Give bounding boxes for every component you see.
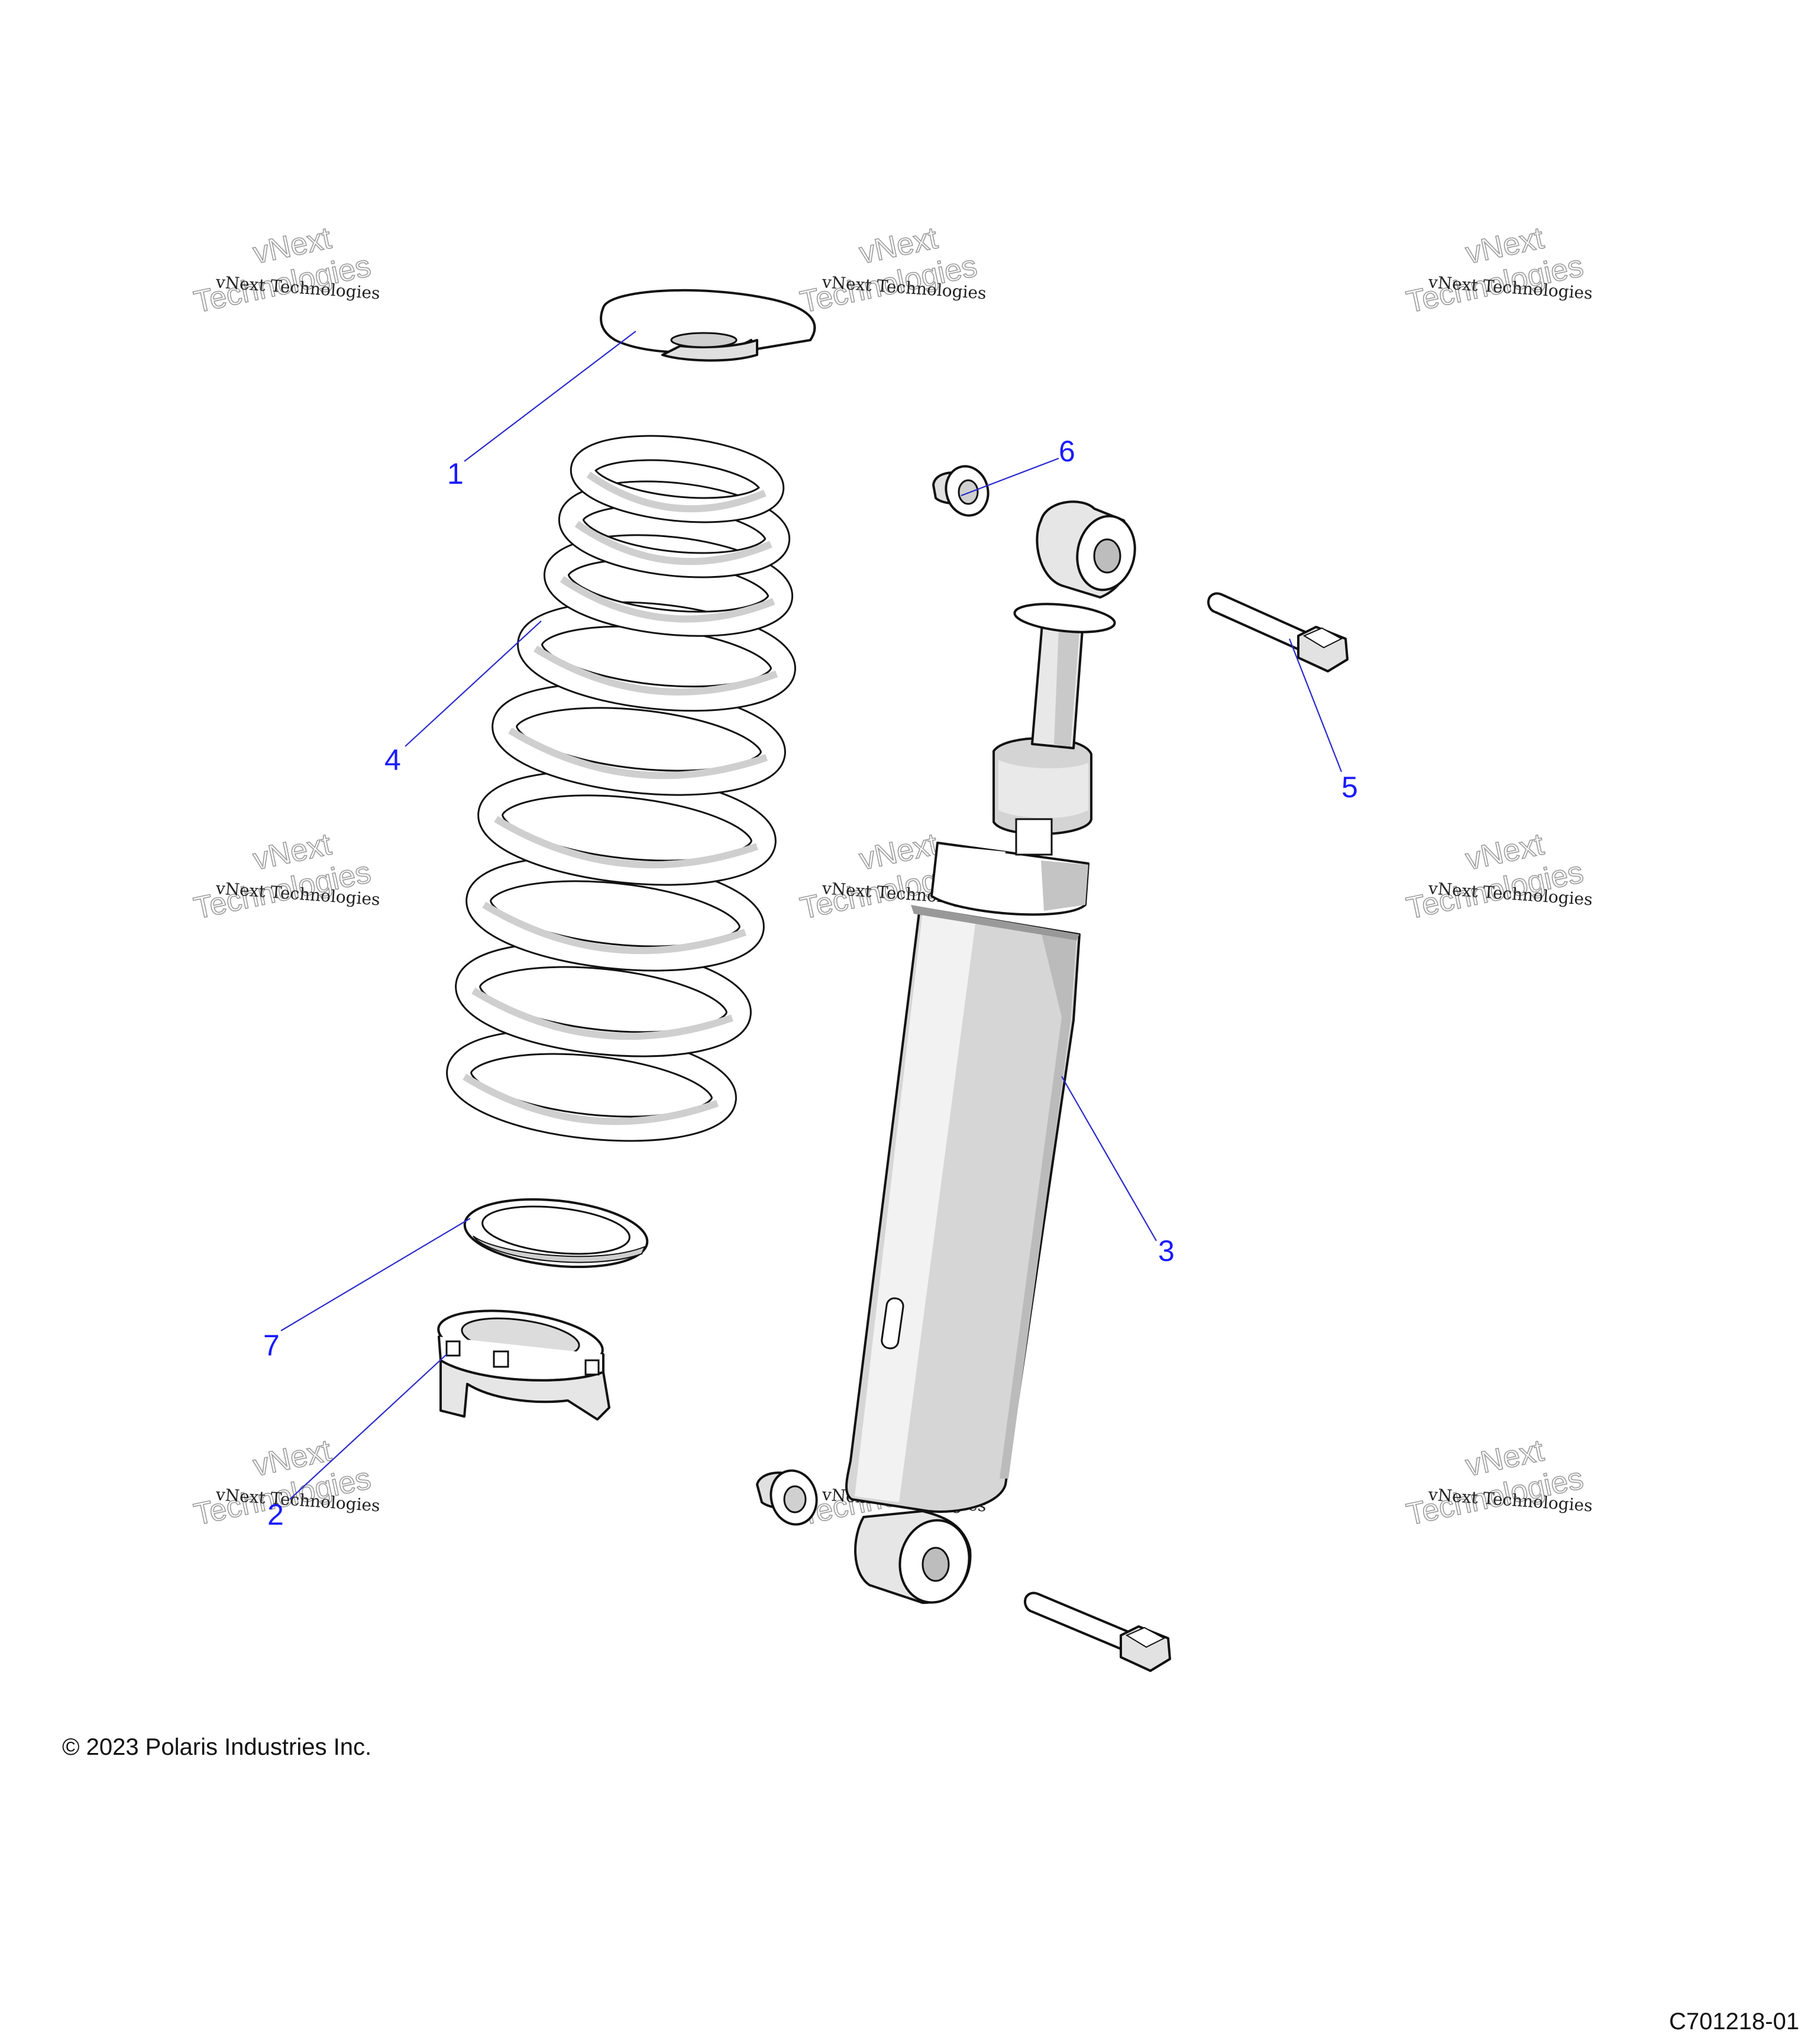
spring-coil-shade [534,645,778,696]
spring-coil-shade [574,520,772,565]
leader-line-2 [289,1354,447,1500]
callout-4[interactable]: 4 [384,743,401,777]
copyright-notice: © 2023 Polaris Industries Inc. [62,1734,372,1760]
bolt-top[interactable] [1207,592,1349,672]
bushing-bottom[interactable] [756,1466,823,1530]
spring-coil-shade [471,987,733,1040]
callout-2[interactable]: 2 [267,1498,284,1531]
callout-3[interactable]: 3 [1158,1234,1175,1267]
callout-1[interactable]: 1 [447,457,464,490]
leader-lines [280,331,1343,1500]
coil-spring[interactable] [446,435,796,1142]
spring-coil-shade [508,727,768,780]
upper-spring-seat[interactable] [600,289,816,362]
spring-coil-shade [463,1073,719,1126]
leader-line-7 [280,1218,471,1331]
figure-code: C701218-01 [1669,2009,1799,2035]
bushing-top[interactable] [932,461,994,520]
callout-labels: 1 2 3 4 5 6 7 [263,435,1358,1531]
callout-7[interactable]: 7 [263,1329,280,1362]
spring-coil [545,536,792,635]
callout-6[interactable]: 6 [1059,435,1075,468]
leader-line-6 [961,457,1059,497]
shock-absorber[interactable] [845,500,1142,1609]
spring-coil-shade [586,471,767,513]
spring-coil-shade [494,816,758,869]
bolt-bottom[interactable] [1024,1592,1171,1672]
lower-spring-seat[interactable] [435,1302,610,1421]
leader-line-1 [464,331,636,462]
leader-line-4 [405,620,542,747]
spring-coil-shade [482,901,746,955]
callout-5[interactable]: 5 [1341,771,1358,804]
spring-washer[interactable] [461,1191,651,1275]
spring-coil-shade [560,576,775,623]
leader-line-5 [1288,638,1343,772]
leader-line-3 [1061,1076,1157,1241]
